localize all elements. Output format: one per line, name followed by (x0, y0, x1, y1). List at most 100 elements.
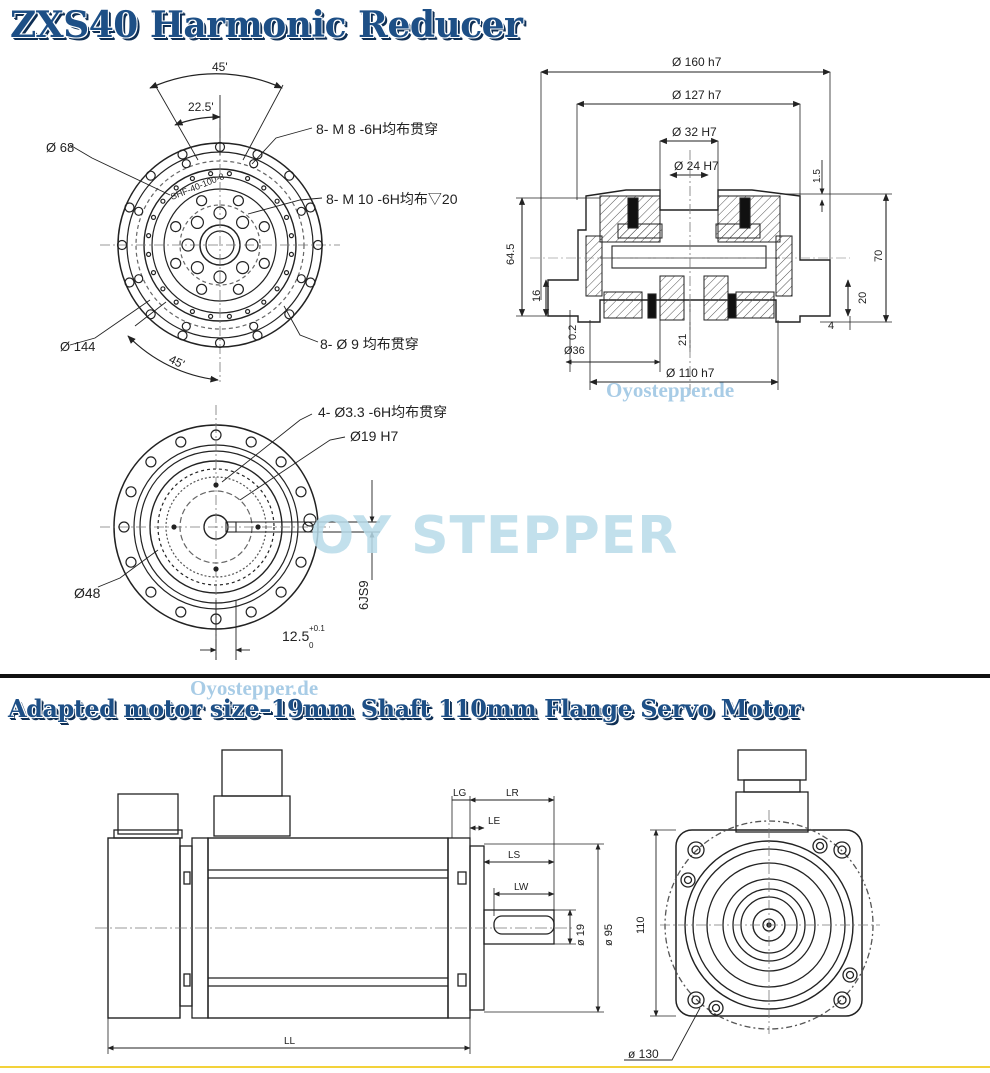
tolerance-upper: +0.1 (309, 624, 325, 633)
section-divider (0, 674, 990, 678)
bolt-hole (245, 436, 257, 448)
dim-70-label: 70 (873, 250, 885, 262)
flange-hole-inner (845, 970, 855, 980)
bolt-hole (213, 482, 219, 488)
bolt-hole (118, 521, 130, 533)
bolt-hole (275, 586, 287, 598)
angle-45-top-label: 45' (212, 60, 228, 74)
bolt-hole (283, 270, 290, 276)
bolt-hole (170, 257, 182, 269)
bolt-hole (173, 299, 179, 305)
bolt-hole (208, 313, 214, 319)
bolt-hole (232, 195, 244, 207)
bolt-hole (245, 308, 251, 315)
d3-3-hole-label: 4- Ø3.3 -6H均布贯穿 (318, 404, 447, 420)
bolt-hole (296, 274, 306, 284)
d127-label: Ø 127 h7 (672, 88, 722, 102)
m8-thread-label: 8- M 8 -6H均布贯穿 (316, 121, 438, 137)
bolt-hole (284, 309, 295, 320)
bolt-hole (146, 251, 152, 257)
bolt-hole (213, 270, 227, 284)
flange-hole-inner (711, 1003, 721, 1013)
bolt-hole (312, 239, 324, 251)
bolt-hole (150, 270, 157, 276)
d9-hole-label: 8- Ø 9 均布贯穿 (320, 336, 419, 352)
bolt-hole (226, 313, 232, 319)
bolt-hole (258, 257, 270, 269)
flange-hole-inner (691, 995, 701, 1005)
bolt-hole (124, 202, 135, 213)
bolt-hole (189, 175, 195, 182)
bolt-hole (145, 170, 156, 181)
lr-label: LR (506, 788, 519, 799)
bolt-hole (177, 330, 188, 341)
dim-20-label: 20 (857, 292, 869, 304)
d110-label: Ø 110 h7 (666, 366, 715, 380)
keyway-6js9-label: 6JS9 (356, 580, 371, 610)
bolt-hole (125, 556, 137, 568)
bolt-hole (305, 202, 316, 213)
d19-bore-label: Ø19 H7 (350, 428, 398, 444)
motor-title: Adapted motor size–19mm Shaft 110mm Flan… (8, 694, 801, 723)
bolt-hole (125, 486, 137, 498)
flange-hole (833, 991, 851, 1009)
bolt-hole (252, 149, 263, 160)
flange-hole (687, 841, 705, 859)
bolt-hole (210, 429, 222, 441)
bolt-hole (177, 149, 188, 160)
bolt-hole (213, 566, 219, 572)
flange-hole (833, 841, 851, 859)
bolt-hole (145, 586, 157, 598)
watermark-logo: OY STEPPER (310, 506, 679, 566)
bolt-hole (261, 185, 267, 191)
d68-label: Ø 68 (46, 140, 74, 155)
flange-hole (708, 1000, 724, 1016)
shaft-d19-label: ø 19 (575, 924, 587, 946)
bolt-hole (196, 283, 208, 295)
bolt-hole (261, 299, 267, 305)
bolt-hole (305, 277, 316, 288)
reducer-back-view (97, 405, 380, 660)
bolt-hole (160, 286, 166, 292)
flange-hole-inner (683, 875, 693, 885)
bolt-hole (245, 238, 259, 252)
d144-label: Ø 144 (60, 339, 95, 354)
m10-thread-label: 8- M 10 -6H均布▽20 (326, 191, 458, 207)
flange-hole-inner (837, 995, 847, 1005)
flange-hole (687, 991, 705, 1009)
bottom-divider (0, 1066, 990, 1068)
bolt-hole (145, 309, 156, 320)
bolt-hole (124, 277, 135, 288)
dim-64-5-label: 64.5 (505, 244, 517, 265)
dim-1-5-label: 1.5 (812, 169, 823, 183)
watermark-site-1: Oyostepper.de (606, 378, 735, 402)
bolt-hole (249, 321, 259, 331)
bolt-hole (175, 436, 187, 448)
flange-110-label: 110 (635, 916, 647, 934)
bolt-hole (175, 606, 187, 618)
bolt-hole (295, 556, 307, 568)
bolt-hole (249, 159, 259, 169)
bolt-hole (236, 215, 250, 229)
watermark-site-2: Oyostepper.de (190, 676, 319, 700)
angle-22-5-label: 22.5' (188, 100, 214, 114)
bolt-hole (295, 486, 307, 498)
bolt-hole (150, 214, 157, 220)
flange-hole-inner (815, 841, 825, 851)
keyway-12-5-label: 12.5 (282, 628, 309, 644)
bolt-hole (274, 198, 280, 204)
bolt-hole (181, 321, 191, 331)
spigot-d95-label: ø 95 (603, 924, 615, 946)
d48-label: Ø48 (74, 585, 101, 601)
bolt-hole (181, 238, 195, 252)
angle-45-bottom-label: 45' (167, 352, 187, 371)
bolt-hole (296, 206, 306, 216)
lw-label: LW (514, 882, 529, 893)
motor-side-view (95, 749, 604, 1054)
bolt-hole (208, 171, 214, 177)
reducer-front-view (69, 73, 340, 383)
bolt-hole (213, 206, 227, 220)
bolt-hole (288, 233, 294, 239)
bolt-hole (190, 261, 204, 275)
